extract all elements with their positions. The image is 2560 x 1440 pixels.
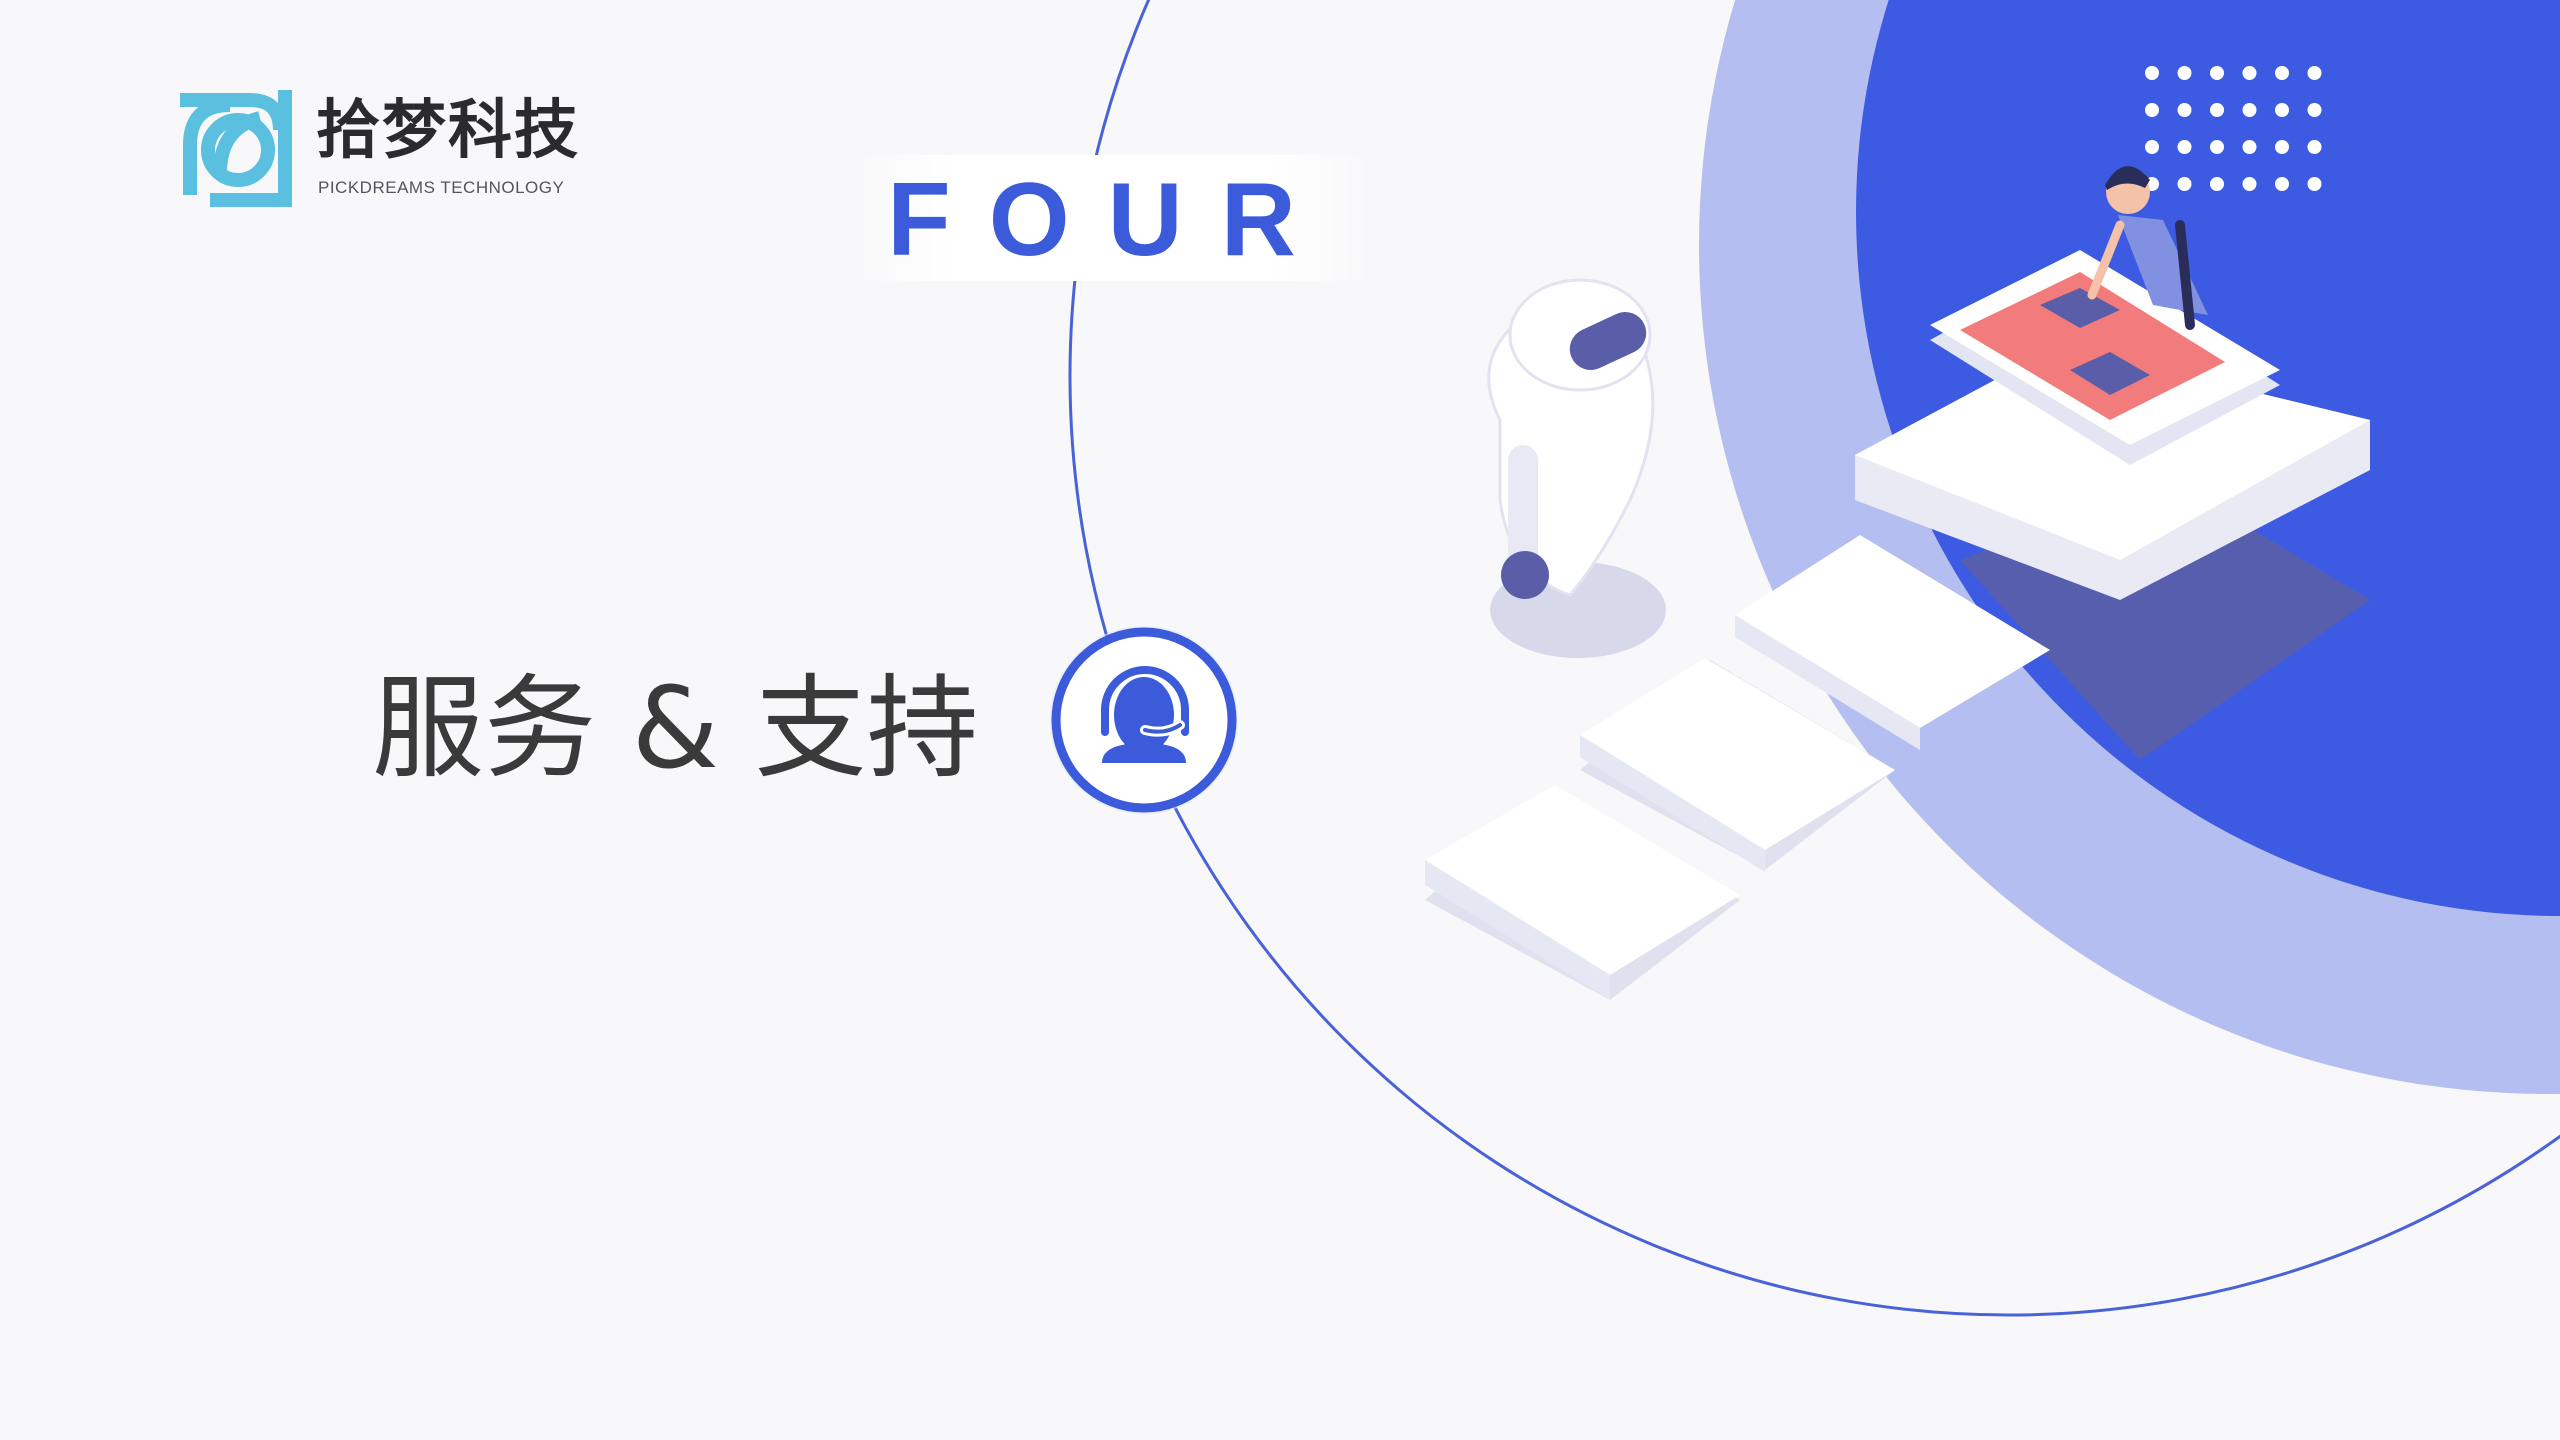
stair-step xyxy=(1735,535,2050,750)
dot xyxy=(2275,103,2289,117)
dot xyxy=(2210,66,2224,80)
dot xyxy=(2177,177,2192,191)
dot xyxy=(2242,140,2257,154)
dot xyxy=(2177,66,2192,80)
robot-figure xyxy=(1487,278,1666,658)
dot xyxy=(2242,66,2257,80)
dot xyxy=(2145,140,2159,154)
dot xyxy=(2275,140,2289,154)
section-title: 服务 & 支持 xyxy=(372,664,979,794)
dot xyxy=(2177,140,2192,154)
dot xyxy=(2210,177,2224,191)
dot-grid xyxy=(2145,66,2322,191)
dot xyxy=(2145,66,2159,80)
outline-arc xyxy=(1068,0,2560,1317)
dot xyxy=(2177,103,2192,117)
logo-mark xyxy=(180,90,292,207)
top-platform xyxy=(1855,250,2370,600)
brand-name-en: PICKDREAMS TECHNOLOGY xyxy=(318,178,565,197)
section-number-banner xyxy=(849,155,1372,281)
person-figure xyxy=(2087,166,2208,330)
dot xyxy=(2242,177,2257,191)
dot xyxy=(2210,103,2224,117)
dot xyxy=(2307,103,2322,117)
dot xyxy=(2307,66,2322,80)
dot xyxy=(2275,66,2289,80)
dot xyxy=(2242,103,2257,117)
isometric-illustration xyxy=(1425,166,2370,1000)
dot xyxy=(2275,177,2289,191)
section-number: FOUR xyxy=(887,162,1334,278)
brand-name-cn: 拾梦科技 xyxy=(316,94,580,168)
dot xyxy=(2307,140,2322,154)
dot xyxy=(2307,177,2322,191)
stair-step xyxy=(1425,785,1740,1000)
stair-step xyxy=(1580,658,1895,872)
dot xyxy=(2145,103,2159,117)
dot xyxy=(2210,140,2224,154)
customer-service-icon xyxy=(1050,626,1238,814)
